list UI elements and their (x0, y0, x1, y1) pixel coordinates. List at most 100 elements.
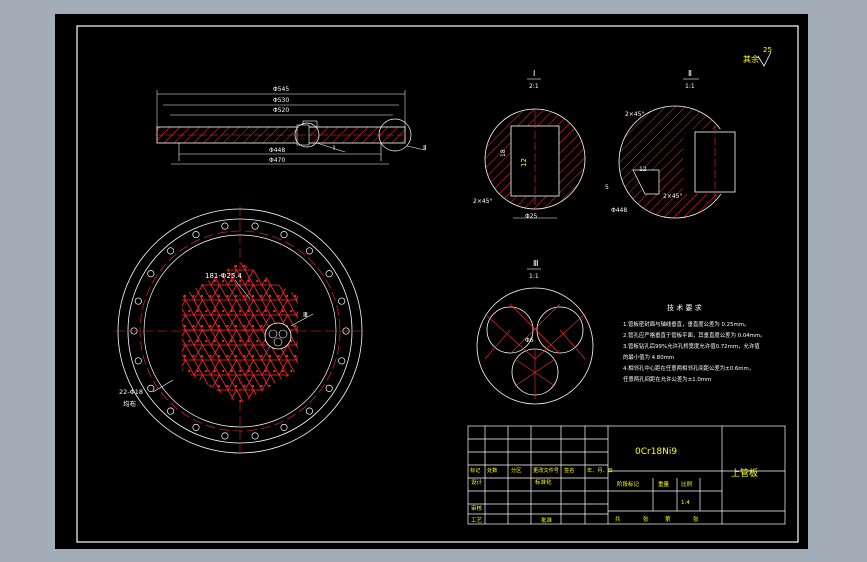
tube-hole (196, 309, 199, 313)
dim-bottom-1: Φ448 (269, 147, 285, 154)
tube-hole (247, 309, 250, 313)
tb-stage: 阶段标记 (617, 480, 640, 488)
tech-title: 技 术 要 求 (667, 303, 702, 312)
tube-hole (234, 324, 238, 328)
tube-hole (188, 399, 191, 403)
tube-hole (226, 324, 229, 328)
tube-hole (256, 369, 259, 373)
tube-hole (213, 279, 216, 283)
dim-bottom-2: Φ470 (269, 157, 285, 164)
tube-hole (222, 339, 225, 343)
tube-hole (196, 399, 199, 403)
tube-hole (243, 294, 246, 298)
detail-circle-3 (264, 322, 292, 350)
tube-hole (268, 384, 272, 388)
tube-hole (209, 354, 212, 358)
tube-hole (281, 279, 284, 283)
material-text: 0Cr18Ni9 (635, 447, 677, 457)
tube-hole (247, 369, 250, 373)
drawing-sheet[interactable]: 其余 25 Φ545 Φ530 Φ520 Φ448 Φ470 Ⅰ Ⅱ Ⅰ (55, 14, 808, 549)
tube-hole (281, 369, 284, 373)
bolt-hole (147, 384, 155, 392)
tech-line: 的最小值为 4.80mm (623, 353, 674, 361)
tube-hole (299, 280, 301, 282)
tube-hole (264, 309, 267, 313)
tube-hole (213, 309, 216, 313)
detail-1-scale: 2:1 (529, 83, 539, 90)
tube-hole (264, 369, 267, 373)
bolt-hole (305, 407, 313, 415)
bolt-hole (338, 297, 346, 305)
tube-hole (256, 309, 259, 313)
tube-hole (277, 294, 280, 298)
detail-3-scale: 1:1 (529, 273, 539, 280)
tube-hole (260, 294, 263, 298)
tube-hole (200, 354, 204, 358)
tube-hole (200, 324, 204, 328)
tube-hole (285, 354, 289, 358)
tube-hole (226, 384, 229, 388)
tube-hole (205, 339, 208, 343)
tb-process: 工艺 (471, 517, 483, 524)
tube-hole (260, 415, 262, 417)
tube-hole (234, 354, 238, 358)
tube-hole (230, 309, 233, 313)
tube-hole (294, 354, 297, 358)
detail-2-scale: 1:1 (685, 83, 695, 90)
bolt-hole (221, 222, 229, 230)
tube-hole (285, 264, 289, 268)
detail-3-title: Ⅲ (533, 259, 539, 268)
dim-12: 12 (520, 158, 528, 167)
tube-hole (247, 399, 250, 403)
tube-hole (247, 339, 250, 343)
tech-line: 1.管板密封面与轴线垂直，垂直度公差为 0.25mm。 (623, 320, 749, 328)
tube-hole (205, 279, 208, 283)
tb-sheet-b: 张 (643, 515, 649, 523)
dim-448: Φ448 (611, 207, 627, 214)
tube-hole (247, 279, 250, 283)
tube-hole (213, 369, 216, 373)
bolt-hole (134, 357, 142, 365)
cad-drawing: 其余 25 Φ545 Φ530 Φ520 Φ448 Φ470 Ⅰ Ⅱ Ⅰ (76, 25, 799, 543)
tube-hole (192, 384, 195, 388)
tb-header-cell: 分区 (511, 466, 521, 474)
bolt-hole (325, 270, 333, 278)
tube-hole (260, 264, 263, 268)
tube-hole (183, 294, 187, 298)
chamfer-2: 2×45° (625, 111, 644, 118)
bolt-hole (280, 231, 288, 239)
detail-callout-3: Ⅲ (303, 311, 308, 319)
tube-hole (217, 324, 221, 328)
tube-hole (243, 264, 246, 268)
hole-dim: Φ25 (525, 213, 538, 220)
tube-hole (260, 324, 263, 328)
tube-hole (290, 399, 293, 403)
dim-5: 5 (605, 184, 609, 191)
tube-hole (201, 415, 203, 417)
tb-header-cell: 处数 (487, 466, 498, 474)
tube-hole (299, 400, 301, 402)
tube-hole (268, 294, 272, 298)
tb-header-cell: 更改文件号 (533, 466, 559, 474)
tube-hole (188, 369, 191, 373)
tube-hole (299, 340, 301, 342)
tube-hole (222, 399, 225, 403)
tube-hole (273, 369, 276, 373)
roughness-value: 25 (763, 46, 772, 54)
title-block (467, 425, 786, 525)
tube-hole (222, 369, 225, 373)
detail-callout-2: Ⅱ (423, 144, 426, 152)
tube-hole (256, 279, 259, 283)
tube-hole (264, 399, 267, 403)
tube-hole (200, 384, 204, 388)
tube-hole (285, 384, 289, 388)
detail-3-outer (476, 287, 594, 405)
tube-hole (277, 354, 280, 358)
tube-hole (217, 384, 221, 388)
tb-approve: 批准 (541, 516, 553, 524)
tube-hole (222, 309, 225, 313)
tube-hole (239, 399, 242, 403)
bolt-label: 22-Φ18 (119, 388, 143, 396)
tube-hole (273, 309, 276, 313)
tube-hole (251, 294, 255, 298)
